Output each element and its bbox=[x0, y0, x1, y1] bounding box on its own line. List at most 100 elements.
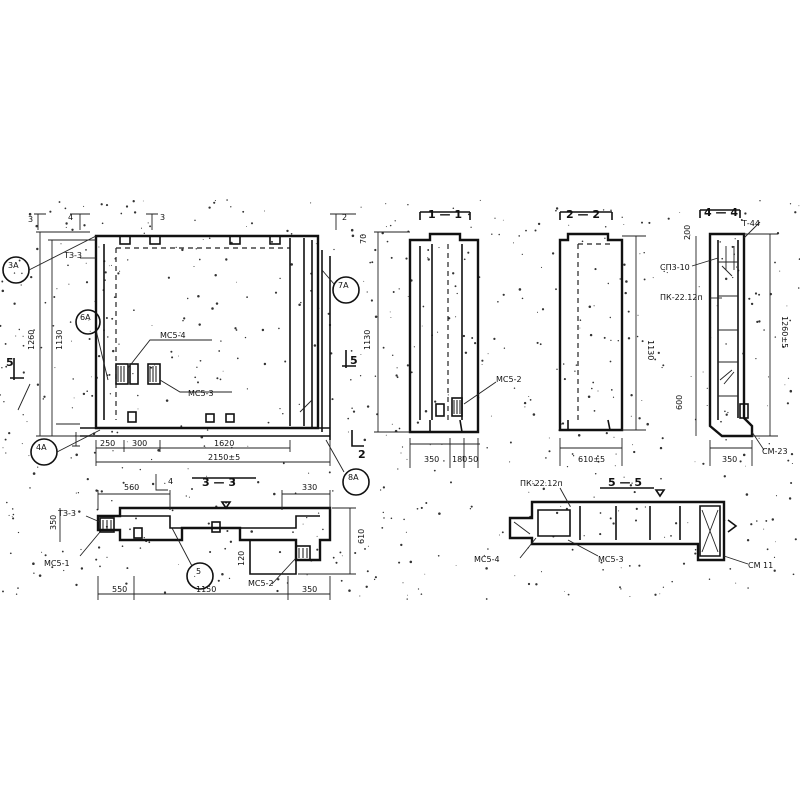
noise-dot bbox=[340, 579, 343, 582]
noise-dot bbox=[347, 431, 349, 433]
noise-dot bbox=[540, 571, 543, 573]
noise-dot bbox=[85, 281, 89, 284]
dim-sec44-h: 1260±5 bbox=[780, 316, 789, 348]
noise-dot bbox=[4, 342, 7, 345]
noise-dot bbox=[603, 336, 606, 339]
noise-dot bbox=[151, 482, 155, 486]
noise-dot bbox=[213, 201, 216, 204]
noise-dot bbox=[497, 301, 499, 303]
noise-dot bbox=[51, 566, 54, 569]
noise-dot bbox=[767, 405, 769, 407]
noise-dot bbox=[723, 475, 726, 478]
dim-height-1130: 1130 bbox=[55, 330, 64, 350]
noise-dot bbox=[694, 548, 697, 551]
noise-dot bbox=[597, 460, 600, 463]
noise-dot bbox=[121, 545, 124, 547]
noise-dot bbox=[154, 364, 156, 366]
noise-dot bbox=[498, 233, 500, 236]
noise-dot bbox=[597, 455, 599, 457]
noise-dot bbox=[33, 329, 35, 331]
noise-dot bbox=[755, 357, 757, 360]
noise-dot bbox=[139, 547, 142, 549]
noise-dot bbox=[525, 229, 527, 232]
noise-dot bbox=[792, 573, 795, 576]
noise-dot bbox=[367, 545, 369, 547]
noise-dot bbox=[242, 210, 245, 213]
noise-dot bbox=[28, 455, 30, 457]
noise-dot bbox=[20, 284, 22, 286]
noise-dot bbox=[359, 595, 361, 597]
noise-dot bbox=[481, 359, 484, 362]
noise-dot bbox=[437, 331, 439, 333]
noise-dot bbox=[359, 375, 362, 377]
noise-dot bbox=[73, 397, 75, 399]
noise-dot bbox=[536, 341, 539, 344]
noise-dot bbox=[333, 248, 335, 251]
noise-dot bbox=[165, 399, 169, 402]
noise-dot bbox=[594, 268, 597, 271]
noise-dot bbox=[514, 575, 516, 577]
noise-dot bbox=[564, 591, 565, 592]
noise-dot bbox=[22, 335, 24, 337]
noise-dot bbox=[536, 311, 539, 313]
noise-dot bbox=[742, 453, 746, 457]
noise-dot bbox=[247, 445, 249, 447]
noise-dot bbox=[666, 272, 668, 274]
noise-dot bbox=[105, 316, 108, 320]
noise-dot bbox=[206, 475, 208, 477]
noise-dot bbox=[229, 540, 233, 543]
noise-dot bbox=[70, 457, 72, 459]
noise-dot bbox=[264, 210, 265, 212]
detail-circle-6a bbox=[75, 309, 101, 335]
noise-dot bbox=[52, 324, 55, 327]
noise-dot bbox=[53, 296, 56, 298]
noise-dot bbox=[322, 528, 324, 531]
noise-dot bbox=[521, 297, 524, 300]
noise-dot bbox=[350, 350, 353, 352]
noise-dot bbox=[486, 446, 488, 449]
noise-dot bbox=[4, 438, 7, 441]
noise-dot bbox=[593, 305, 595, 307]
noise-dot bbox=[556, 368, 558, 371]
noise-dot bbox=[225, 258, 228, 261]
noise-dot bbox=[773, 556, 776, 559]
noise-dot bbox=[391, 354, 394, 357]
noise-dot bbox=[143, 536, 145, 539]
noise-dot bbox=[628, 565, 631, 567]
noise-dot bbox=[122, 481, 125, 484]
noise-dot bbox=[279, 408, 281, 410]
noise-dot bbox=[630, 415, 632, 417]
noise-dot bbox=[382, 346, 385, 349]
noise-dot bbox=[143, 232, 145, 234]
noise-dot bbox=[634, 519, 638, 522]
noise-dot bbox=[725, 438, 727, 441]
noise-dot bbox=[731, 245, 734, 248]
noise-dot bbox=[359, 235, 361, 237]
noise-dot bbox=[35, 224, 38, 228]
noise-dot bbox=[120, 212, 123, 215]
noise-dot bbox=[195, 248, 197, 250]
noise-dot bbox=[209, 550, 212, 554]
detail-circle-5 bbox=[186, 562, 214, 590]
noise-dot bbox=[257, 481, 260, 484]
noise-dot bbox=[533, 484, 536, 486]
noise-dot bbox=[719, 241, 721, 243]
noise-dot bbox=[407, 594, 408, 596]
label-mss4: МС5-4 bbox=[160, 331, 186, 340]
noise-dot bbox=[589, 333, 593, 337]
noise-dot bbox=[521, 253, 523, 255]
noise-dot bbox=[234, 327, 237, 330]
noise-dot bbox=[65, 226, 67, 228]
noise-dot bbox=[427, 249, 430, 251]
noise-dot bbox=[163, 591, 167, 594]
noise-dot bbox=[224, 547, 227, 550]
noise-dot bbox=[455, 316, 457, 318]
noise-dot bbox=[571, 453, 574, 455]
noise-dot bbox=[89, 330, 91, 332]
noise-dot bbox=[648, 221, 651, 224]
noise-dot bbox=[13, 272, 16, 274]
section-title-5-5: 5 — 5 bbox=[608, 476, 642, 489]
noise-dot bbox=[72, 378, 74, 380]
noise-dot bbox=[292, 531, 294, 533]
